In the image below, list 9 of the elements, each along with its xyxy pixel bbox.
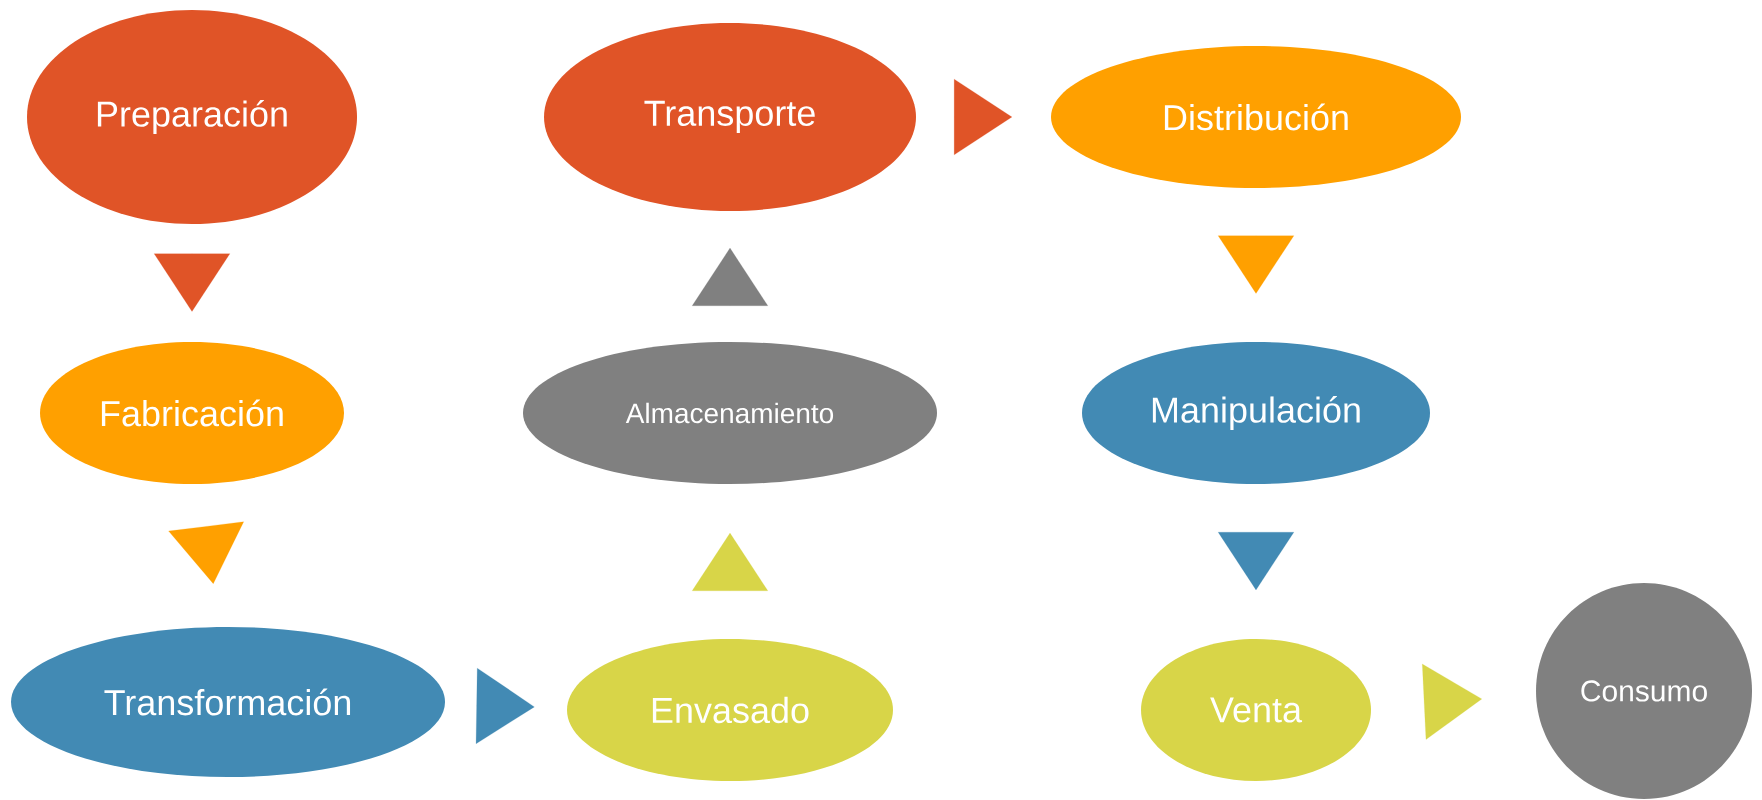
arrow [692,248,768,306]
arrow [692,533,768,591]
arrow [1218,235,1294,294]
arrow [475,668,535,744]
arrow [954,79,1013,155]
arrow [154,253,230,312]
arrow [168,521,244,584]
arrow [1422,663,1482,740]
arrow [1218,532,1294,590]
